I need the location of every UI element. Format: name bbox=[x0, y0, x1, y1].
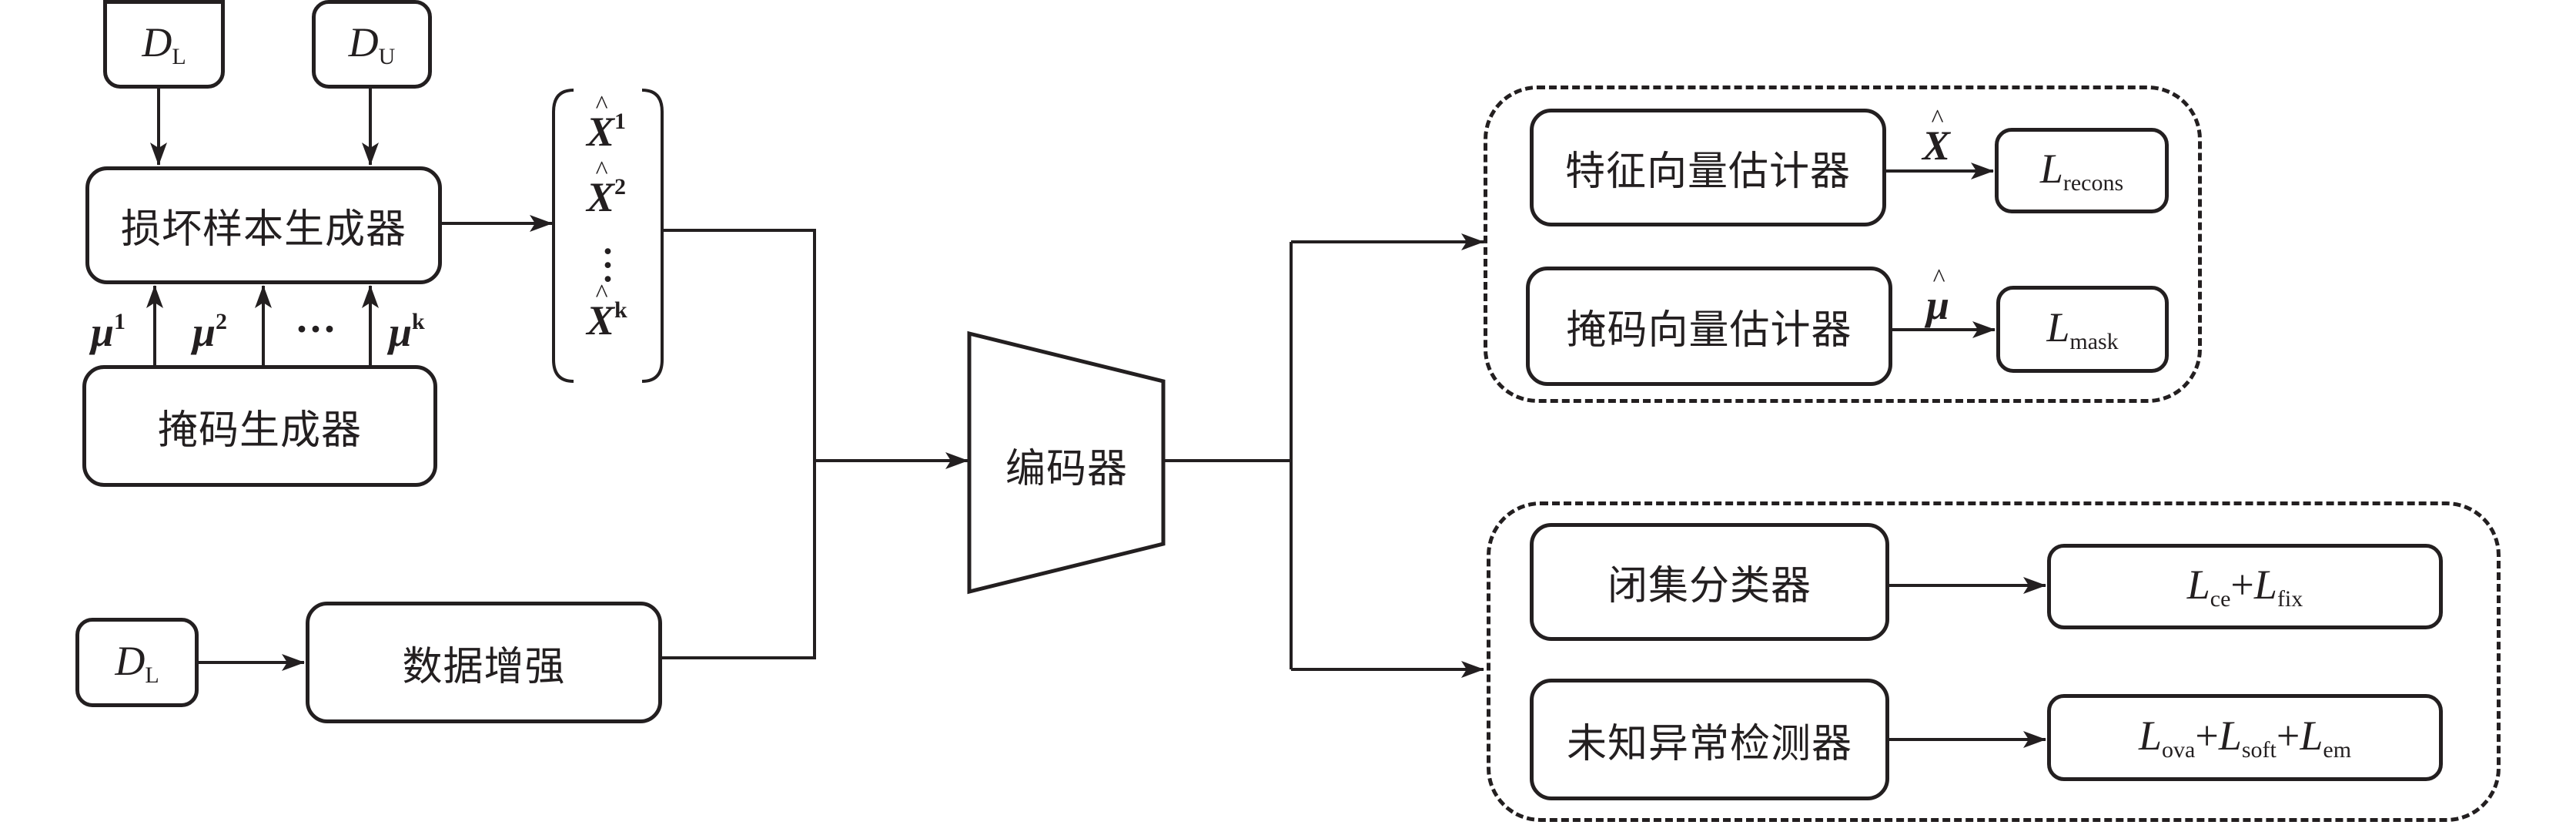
edge_labels-mu_hat-text: μ bbox=[1926, 281, 1949, 329]
modules-unknown_detector-text: 未知异常检测器 bbox=[1566, 720, 1852, 767]
inputs-du-sub-text: U bbox=[378, 44, 396, 69]
corrupted-sample-1: X1 bbox=[587, 108, 626, 156]
bracket-left bbox=[552, 89, 574, 383]
corrupted-sample-k: Xk bbox=[587, 297, 627, 344]
mask-generator: 掩码生成器 bbox=[82, 365, 437, 487]
modules-corrupt_generator-text: 损坏样本生成器 bbox=[120, 206, 406, 253]
corrupt-sample-generator: 损坏样本生成器 bbox=[85, 166, 442, 284]
losses-detector-0-sub-text: ova bbox=[2162, 737, 2196, 763]
losses-detector-2-sub-text: em bbox=[2323, 737, 2352, 763]
modules-closed_set_classifier-text: 闭集分类器 bbox=[1607, 563, 1812, 609]
corrupted_samples-1-sup-text: 2 bbox=[614, 174, 627, 200]
inputs-du-main-text: D bbox=[348, 19, 379, 65]
corrupted_samples-2-sup-text: k bbox=[614, 297, 627, 323]
mask_vectors-1-main-text: μ bbox=[192, 309, 216, 355]
losses-recons-main-text: L bbox=[2039, 146, 2063, 192]
mask_vectors-0-sup-text: 1 bbox=[114, 309, 126, 334]
loss-classifier: Lce+Lfix bbox=[2047, 544, 2443, 629]
losses-classifier-0-sub-text: ce bbox=[2210, 586, 2231, 612]
edge-label-mu-hat: μ bbox=[1926, 281, 1949, 329]
losses-classifier-1-main-text: L bbox=[2253, 562, 2277, 608]
mask-vector-2: μ2 bbox=[192, 308, 227, 356]
edge_labels-x_hat-text: X bbox=[1922, 122, 1950, 169]
losses-detector-0-main-text: L bbox=[2138, 713, 2163, 759]
losses-mask-sub-text: mask bbox=[2069, 329, 2119, 354]
classification-group bbox=[1487, 501, 2501, 822]
losses-plus-text: + bbox=[2195, 713, 2219, 759]
data-augmentation: 数据增强 bbox=[306, 602, 662, 723]
losses-detector-2-main-text: L bbox=[2300, 713, 2323, 759]
corrupted_samples-2-main-text: X bbox=[587, 297, 614, 344]
corrupted_samples-0-main-text: X bbox=[587, 108, 614, 156]
losses-classifier-1-sub-text: fix bbox=[2277, 586, 2303, 612]
closed-set-classifier: 闭集分类器 bbox=[1530, 523, 1889, 641]
corrupted_samples-0-sup-text: 1 bbox=[614, 109, 627, 134]
losses-detector-1-main-text: L bbox=[2218, 713, 2242, 759]
loss-detector: Lova+Lsoft+Lem bbox=[2047, 694, 2443, 781]
inputs-dl_top-main-text: D bbox=[142, 19, 172, 65]
losses-detector-1-sub-text: soft bbox=[2241, 737, 2277, 763]
reconstruction-group bbox=[1484, 86, 2202, 403]
dataset-labeled-top: DL bbox=[103, 0, 225, 89]
losses-recons-sub-text: recons bbox=[2062, 170, 2124, 196]
modules-data_augmentation-text: 数据增强 bbox=[402, 643, 566, 690]
encoder-shape bbox=[967, 330, 1166, 595]
modules-mask_estimator-text: 掩码向量估计器 bbox=[1566, 307, 1852, 354]
mask_vectors-1-sup-text: 2 bbox=[216, 309, 228, 334]
mask_vectors-0-main-text: μ bbox=[91, 309, 115, 355]
corrupted-sample-2: X2 bbox=[587, 173, 626, 221]
mask_vectors-3-sup-text: k bbox=[412, 309, 425, 334]
losses-plus-text: + bbox=[2230, 562, 2254, 608]
inputs-dl_bottom-sub-text: L bbox=[145, 662, 159, 688]
mask-vector-estimator: 掩码向量估计器 bbox=[1526, 267, 1892, 386]
loss-recons: Lrecons bbox=[1995, 128, 2169, 213]
dataset-unlabeled: DU bbox=[312, 0, 432, 89]
edge-label-x-hat: X bbox=[1922, 122, 1950, 169]
dataset-labeled-bottom: DL bbox=[75, 618, 199, 707]
inputs-dl_top-sub-text: L bbox=[172, 44, 186, 69]
inputs-dl_bottom-main-text: D bbox=[115, 637, 146, 684]
losses-classifier-0-main-text: L bbox=[2186, 562, 2210, 608]
modules-feature_estimator-text: 特征向量估计器 bbox=[1564, 149, 1851, 195]
losses-mask-main-text: L bbox=[2046, 304, 2070, 350]
mask-vector-ellipsis: ··· bbox=[295, 306, 337, 352]
loss-mask: Lmask bbox=[1996, 286, 2169, 373]
feature-vector-estimator: 特征向量估计器 bbox=[1530, 109, 1886, 226]
bracket-right bbox=[641, 89, 664, 383]
mask_vectors-3-main-text: μ bbox=[389, 309, 413, 355]
modules-mask_generator-text: 掩码生成器 bbox=[157, 407, 362, 454]
mask-vector-1: μ1 bbox=[91, 308, 125, 356]
samples-to-merge bbox=[662, 229, 816, 659]
losses-plus-text: + bbox=[2276, 713, 2300, 759]
encoder-label: 编码器 bbox=[1005, 446, 1129, 492]
corrupted_samples-1-main-text: X bbox=[587, 173, 614, 221]
mask-vector-k: μk bbox=[389, 308, 425, 356]
unknown-anomaly-detector: 未知异常检测器 bbox=[1530, 679, 1889, 800]
